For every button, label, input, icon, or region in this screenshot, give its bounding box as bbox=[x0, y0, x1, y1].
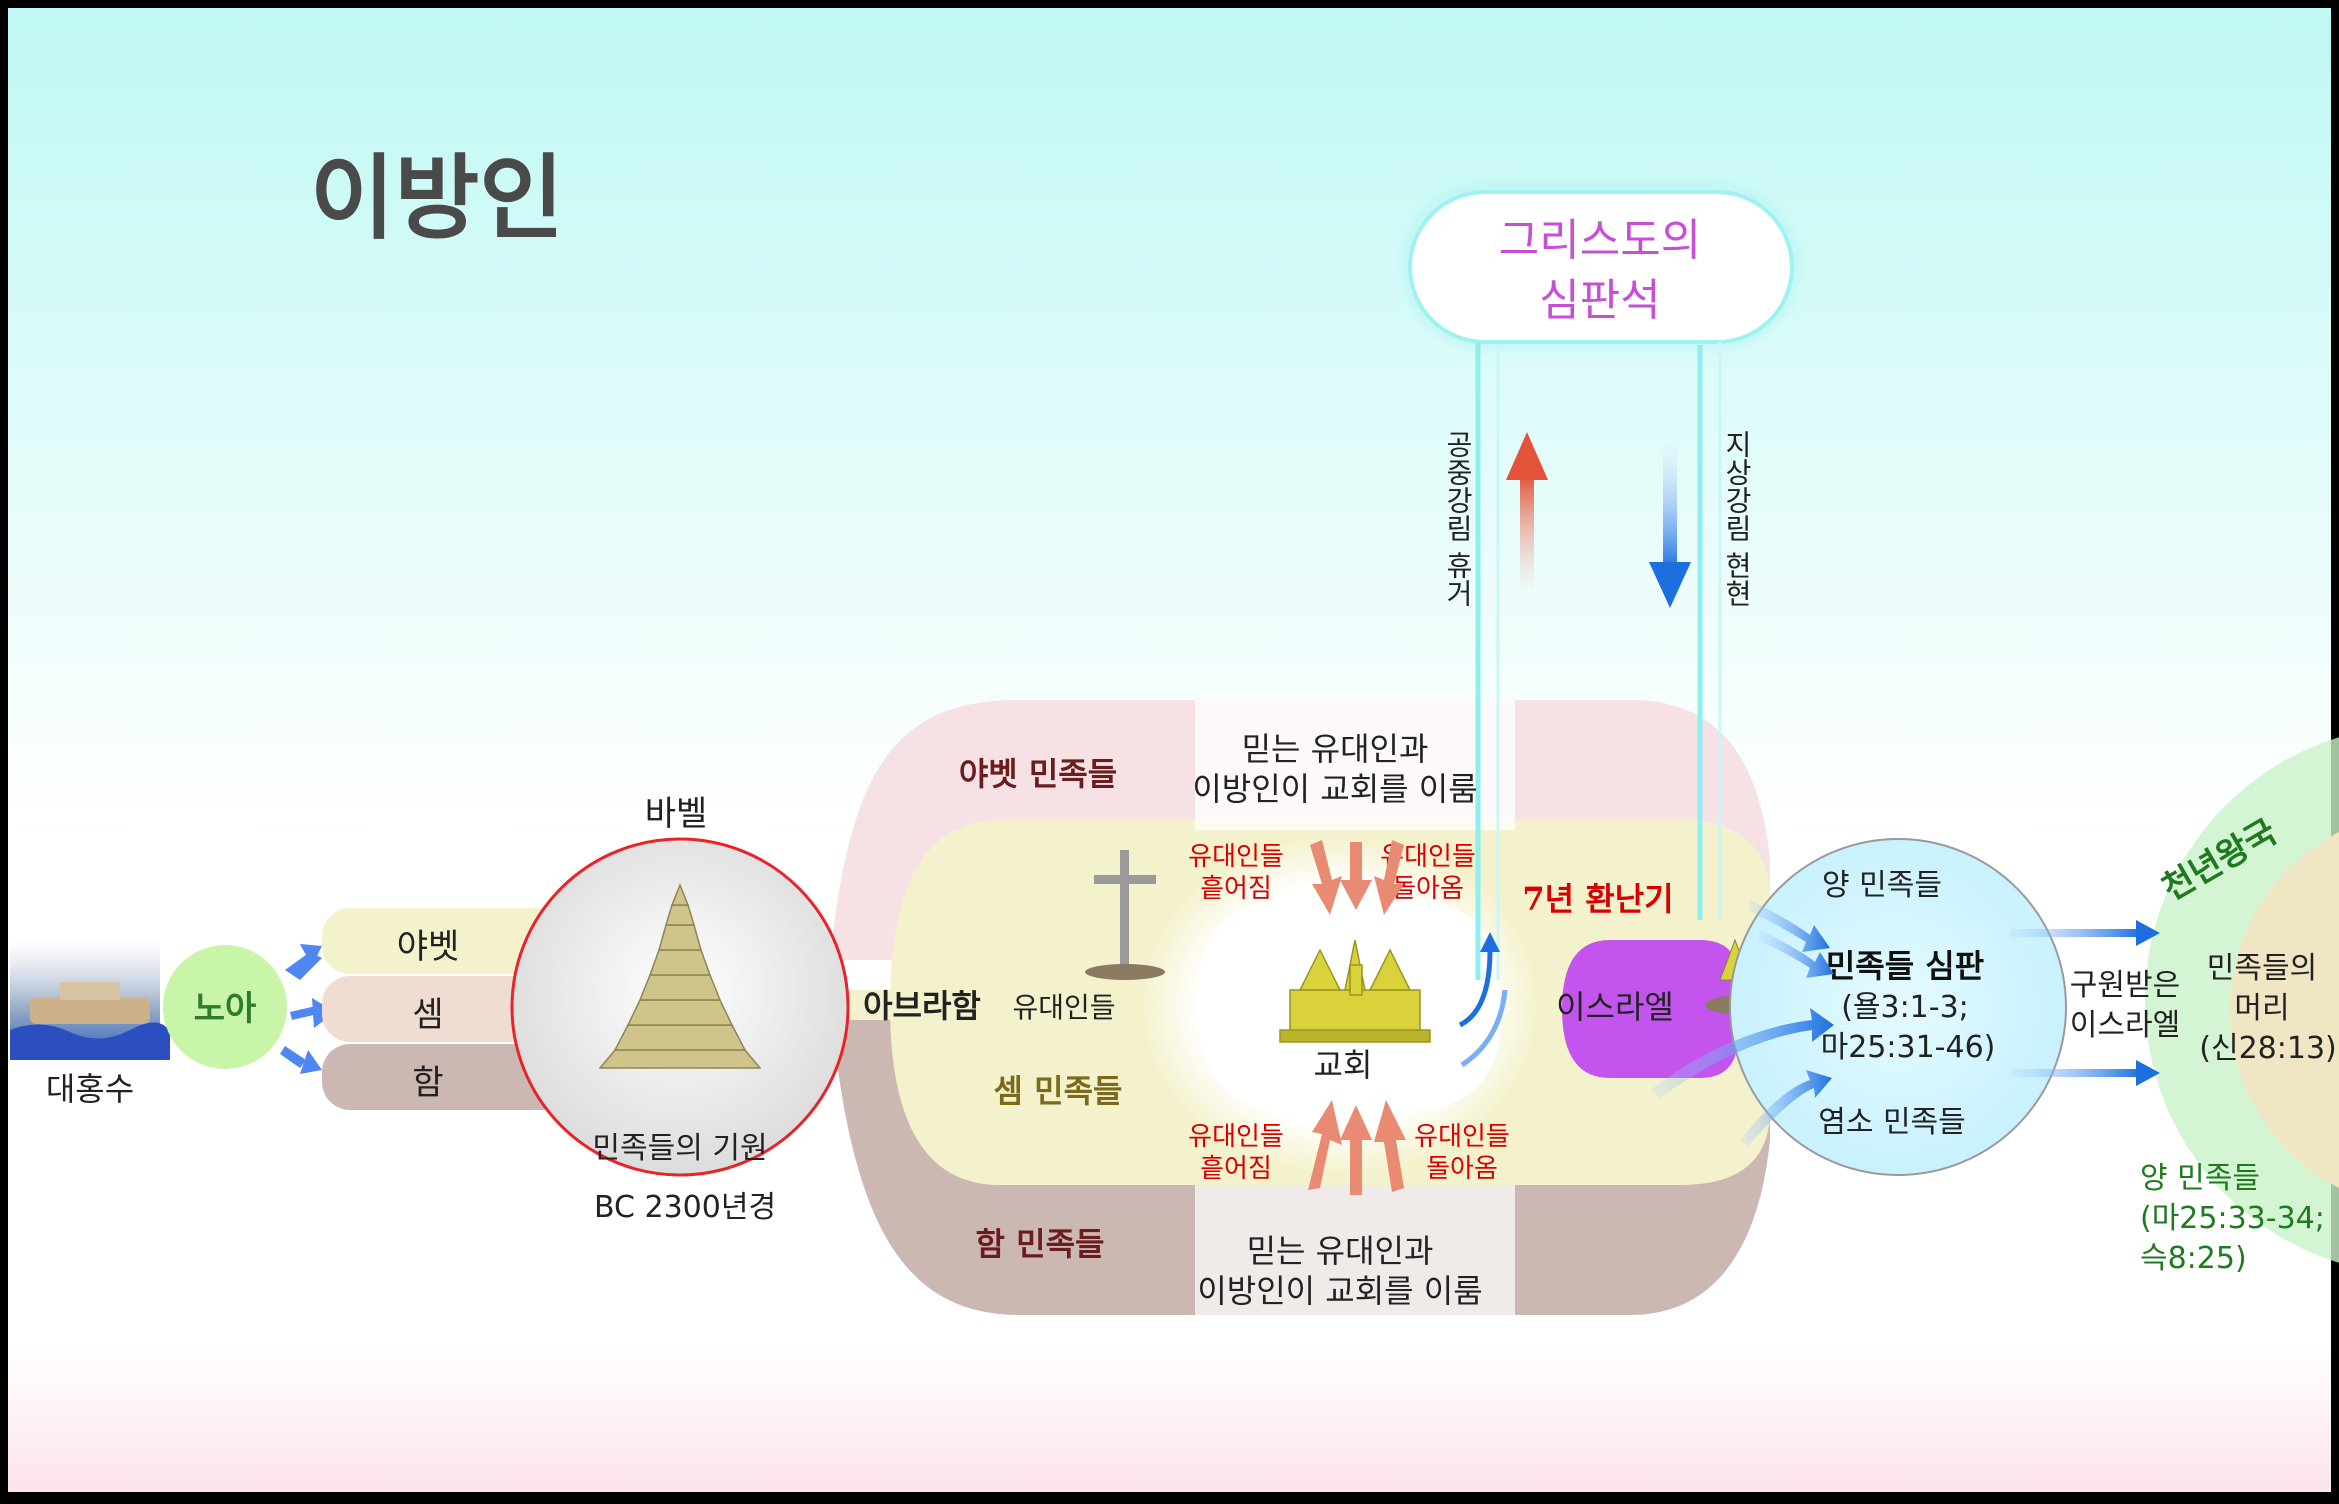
nations-judgment-title: 민족들 심판 bbox=[1826, 947, 1984, 985]
rapture-arrow bbox=[1506, 432, 1548, 595]
church-formation-bottom-line2: 이방인이 교회를 이룸 bbox=[1197, 1272, 1482, 1310]
shem-nations-label: 셈 민족들 bbox=[994, 1072, 1123, 1110]
millennium-arrows bbox=[2010, 920, 2160, 1086]
church-rapture-curves bbox=[1458, 932, 1508, 1068]
abraham-label: 아브라함 bbox=[863, 987, 981, 1025]
nations-judgment-ref1: (욜3:1-3; bbox=[1841, 990, 1969, 1025]
head-of-nations-line1: 민족들의 bbox=[2207, 951, 2317, 986]
jews-label: 유대인들 bbox=[1012, 991, 1115, 1024]
son-japheth: 야벳 bbox=[397, 927, 460, 967]
noah-circle bbox=[163, 945, 287, 1069]
judgment-inflow-arrows bbox=[1650, 900, 1834, 1146]
page-title: 이방인 bbox=[310, 145, 564, 252]
church-formation-top-line1: 믿는 유대인과 bbox=[1242, 730, 1429, 768]
flood-label: 대홍수 bbox=[46, 1070, 134, 1108]
sheep-nations-ref-line1: 양 민족들 bbox=[2140, 1161, 2260, 1196]
son-shem: 셈 bbox=[412, 995, 443, 1035]
babel-date: BC 2300년경 bbox=[594, 1190, 776, 1225]
nations-judgment-circle: 양 민족들 민족들 심판 (욜3:1-3; 마25:31-46) 염소 민족들 bbox=[1729, 838, 2067, 1176]
noah-label: 노아 bbox=[194, 989, 257, 1029]
jews-scattered-bottom-line2: 흩어짐 bbox=[1200, 1154, 1272, 1184]
tribulation-label: 7년 환난기 bbox=[1522, 880, 1673, 918]
sons-bands: 야벳 셈 함 bbox=[322, 908, 572, 1110]
israel-label: 이스라엘 bbox=[1556, 988, 1674, 1026]
nations-judgment-ref2: 마25:31-46) bbox=[1821, 1030, 1996, 1065]
sheep-nations-ref-line3: 슥8:25) bbox=[2140, 1241, 2247, 1276]
church-inflow-arrows bbox=[1308, 840, 1406, 1195]
babel-caption: 민족들의 기원 bbox=[592, 1131, 767, 1166]
jews-scattered-bottom-line1: 유대인들 bbox=[1188, 1122, 1284, 1152]
cross-icon bbox=[1085, 850, 1165, 980]
jews-return-bottom-line2: 돌아옴 bbox=[1426, 1154, 1498, 1184]
church-building-icon bbox=[1279, 939, 1431, 1043]
ham-nations-label: 함 민족들 bbox=[976, 1225, 1105, 1263]
saved-israel-line2: 이스라엘 bbox=[2070, 1008, 2180, 1043]
church-formation-bottom-line1: 믿는 유대인과 bbox=[1247, 1232, 1434, 1270]
jews-return-bottom-line1: 유대인들 bbox=[1414, 1122, 1510, 1152]
jews-scattered-top-line1: 유대인들 bbox=[1188, 842, 1284, 872]
israel-shape bbox=[1562, 940, 1738, 1078]
church-formation-top-line2: 이방인이 교회를 이룸 bbox=[1192, 770, 1477, 808]
noah-son-arrows bbox=[280, 944, 335, 1074]
babel-abraham-connector bbox=[845, 990, 915, 1020]
rapture-label: 공중강림 휴거 bbox=[1442, 430, 1475, 607]
head-of-nations-line2: 머리 bbox=[2234, 991, 2289, 1026]
son-ham: 함 bbox=[412, 1063, 443, 1103]
goat-nations-label: 염소 민족들 bbox=[1818, 1105, 1966, 1140]
head-of-nations-line3: (신28:13) bbox=[2199, 1031, 2336, 1066]
judgment-lines bbox=[1475, 342, 1722, 980]
babel-circle: 민족들의 기원 bbox=[510, 837, 850, 1177]
millennium-area bbox=[2145, 737, 2339, 1263]
judgment-seat: 그리스도의 심판석 bbox=[1407, 189, 1795, 345]
saved-israel-line1: 구원받은 bbox=[2070, 968, 2180, 1003]
flood-scene bbox=[10, 940, 170, 1060]
jews-return-top-line2: 돌아옴 bbox=[1392, 874, 1464, 904]
second-coming-arrow bbox=[1649, 440, 1691, 608]
sheep-nations-ref-line2: (마25:33-34; bbox=[2140, 1201, 2325, 1236]
church-label: 교회 bbox=[1314, 1046, 1373, 1084]
japheth-nations-label: 야벳 민족들 bbox=[959, 755, 1117, 793]
babel-tower-icon bbox=[598, 882, 762, 1069]
judgment-seat-line2: 심판석 bbox=[1539, 275, 1660, 326]
babel-title: 바벨 bbox=[645, 794, 708, 834]
second-coming-label: 지상강림 현현 bbox=[1721, 430, 1754, 607]
judgment-seat-line1: 그리스도의 bbox=[1499, 215, 1701, 266]
sheep-nations-label: 양 민족들 bbox=[1822, 868, 1942, 903]
jews-scattered-top-line2: 흩어짐 bbox=[1200, 874, 1272, 904]
